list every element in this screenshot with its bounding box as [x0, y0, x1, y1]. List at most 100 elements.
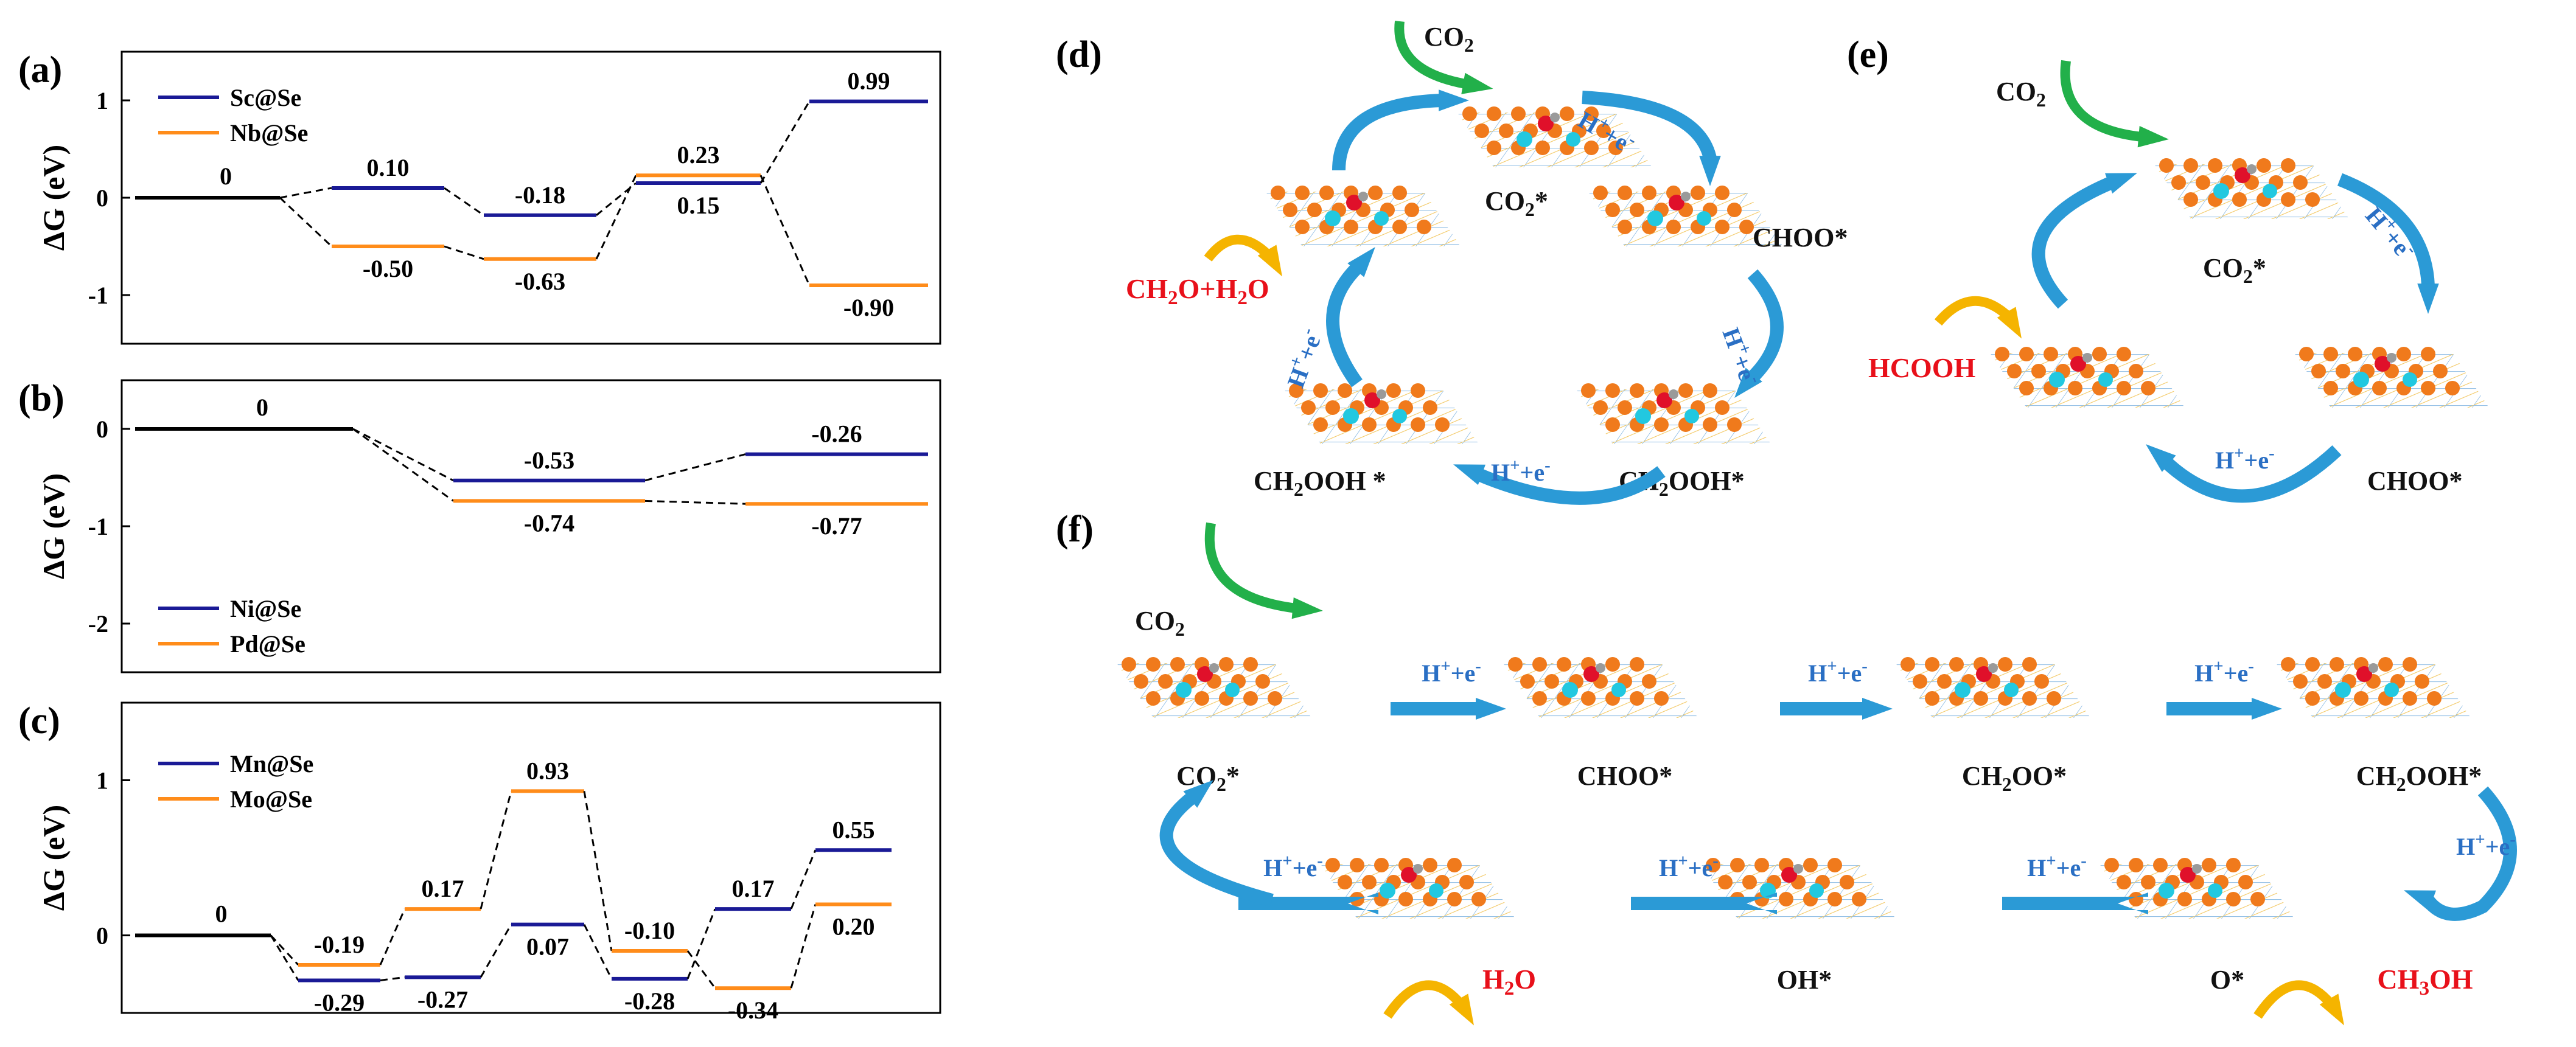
- connector-Mn@Se: [380, 976, 405, 981]
- cycle-arrow-d-5: [1326, 263, 1363, 388]
- panel-label-d: (d): [1056, 34, 1102, 75]
- intermediate-d-ch2oohstar: CH2OOH *: [1254, 466, 1386, 500]
- y-tick-label: 1: [96, 767, 108, 795]
- connector-Nb@Se: [279, 197, 333, 248]
- slab-f-top-1: [1503, 657, 1698, 718]
- panel-label-e: (e): [1847, 34, 1889, 75]
- panel-label: (a): [18, 49, 62, 91]
- connector-Sc@Se: [444, 187, 484, 217]
- start-level-label: 0: [256, 394, 268, 421]
- intermediate-f-ch2ooh: CH2OOH*: [2356, 761, 2482, 795]
- green-arrowhead-d: [1461, 72, 1493, 94]
- y-tick-label: -1: [88, 513, 108, 540]
- yellow-head-d: [1257, 245, 1282, 277]
- connector-Pd@Se: [352, 428, 454, 502]
- product-label-e: HCOOH: [1868, 352, 1976, 383]
- cycle-arrow-e-3: [2031, 176, 2115, 309]
- green-arrowhead-e: [2137, 125, 2169, 148]
- intermediate-f-o: O*: [2210, 965, 2244, 995]
- connector-Pd@Se: [644, 499, 746, 505]
- y-tick-label: -2: [88, 610, 108, 638]
- plot-frame: [120, 701, 941, 1014]
- reagent-f-6: H++e-: [1263, 851, 1323, 882]
- connector-Sc@Se: [759, 100, 811, 184]
- y-axis-label: ΔG (eV): [37, 805, 71, 911]
- legend-label: Mo@Se: [230, 785, 312, 813]
- panel-label: (b): [18, 378, 65, 419]
- level-label-Sc@Se: 0.99: [848, 68, 890, 95]
- reagent-e-2: H++e-: [2215, 443, 2275, 474]
- connector-Nb@Se: [595, 175, 637, 260]
- connector-Mn@Se: [686, 908, 716, 979]
- head-d-2: [1699, 156, 1721, 186]
- connector-Sc@Se: [279, 187, 332, 199]
- head-d-5: [1347, 246, 1375, 277]
- level-label-Mn@Se: -0.29: [314, 989, 365, 1016]
- slab-e-hcooh: [1990, 347, 2185, 408]
- yellow-arrow-f-1: [2253, 980, 2335, 1019]
- level-label-Mo@Se: -0.34: [728, 997, 778, 1024]
- y-tick-label: 0: [96, 922, 108, 950]
- cycle-arrow-d-3: [1747, 269, 1784, 382]
- reagent-d-3: H++e-: [1491, 456, 1551, 486]
- reagent-f-3: H++e-: [2194, 656, 2254, 687]
- cycle-arrow-e-2: [2162, 445, 2342, 503]
- level-label-Ni@Se: -0.53: [524, 447, 574, 474]
- reactant-label-e: CO2: [1996, 77, 2046, 111]
- yellow-head-f-2: [1449, 993, 1474, 1026]
- slab-f-top-3: [2276, 657, 2471, 718]
- level-label-Mn@Se: 0.17: [732, 875, 775, 902]
- reagent-f-7: H++e-: [2456, 830, 2516, 860]
- slab-f-top-0: [1117, 657, 1311, 718]
- green-arrowhead-f: [1291, 597, 1323, 619]
- level-label-Sc@Se: -0.18: [515, 181, 565, 209]
- intermediate-f-ch2oo: CH2OO*: [1962, 761, 2067, 795]
- product-label-f-h2o: H2O: [1482, 964, 1536, 1000]
- connector-Mn@Se: [270, 934, 299, 981]
- level-label-Ni@Se: -0.26: [811, 420, 862, 448]
- intermediate-f-oh: OH*: [1777, 965, 1832, 995]
- level-label-Mo@Se: -0.19: [314, 931, 365, 958]
- intermediate-f-choo: CHOO*: [1577, 761, 1672, 791]
- intermediate-e-co2: CO2*: [2203, 253, 2266, 287]
- legend-label: Nb@Se: [230, 119, 308, 147]
- y-tick-label: 0: [96, 184, 108, 212]
- slab-d-ch2oohstar: [1284, 383, 1479, 444]
- panel-label-f: (f): [1056, 509, 1094, 550]
- energy-diagram-c: (c)ΔG (eV)10Mn@SeMo@Se0-0.29-0.270.07-0.…: [18, 700, 941, 1024]
- intermediate-e-choo: CHOO*: [2367, 466, 2462, 496]
- y-tick-label: 0: [96, 416, 108, 443]
- block-arrow-f-1: [1391, 698, 1506, 720]
- reagent-d-2: H++e-: [1717, 323, 1766, 389]
- level-label-Mn@Se: -0.27: [417, 986, 468, 1013]
- energy-diagram-b: (b)ΔG (eV)0-1-2Ni@SePd@Se0-0.53-0.26-0.7…: [18, 378, 941, 673]
- head-e-1: [2417, 283, 2439, 314]
- level-label-Pd@Se: -0.77: [811, 512, 862, 540]
- reagent-d-4: H++e-: [1279, 325, 1327, 391]
- yellow-head-e: [1997, 307, 2022, 339]
- level-label-Mo@Se: -0.10: [624, 917, 675, 944]
- level-label-Mo@Se: 0.17: [422, 875, 464, 902]
- connector-Mn@Se: [583, 924, 613, 979]
- cycle-arrow-f-left: [1159, 791, 1274, 907]
- connector-Mo@Se: [686, 950, 716, 989]
- connector-Mo@Se: [583, 791, 613, 951]
- level-label-Mo@Se: 0.20: [832, 913, 875, 941]
- head-e-2: [2145, 444, 2176, 472]
- level-label-Nb@Se: -0.90: [843, 294, 894, 321]
- head-d-3: [1734, 367, 1762, 398]
- green-arrow-f: [1204, 522, 1297, 613]
- cycle-arrow-d-4: [1476, 466, 1666, 505]
- connector-Ni@Se: [644, 453, 746, 482]
- green-arrow-d: [1394, 21, 1474, 90]
- slab-f-top-2: [1896, 657, 2090, 718]
- start-level-label: 0: [220, 162, 232, 190]
- product-label-f-ch3oh: CH3OH: [2377, 964, 2473, 1000]
- level-label-Mn@Se: -0.28: [624, 987, 675, 1015]
- connector-Ni@Se: [352, 428, 454, 482]
- reactant-label-d: CO2: [1424, 22, 1474, 56]
- reactant-label-f: CO2: [1135, 606, 1185, 640]
- legend-label: Sc@Se: [230, 84, 301, 111]
- connector-Nb@Se: [444, 245, 484, 260]
